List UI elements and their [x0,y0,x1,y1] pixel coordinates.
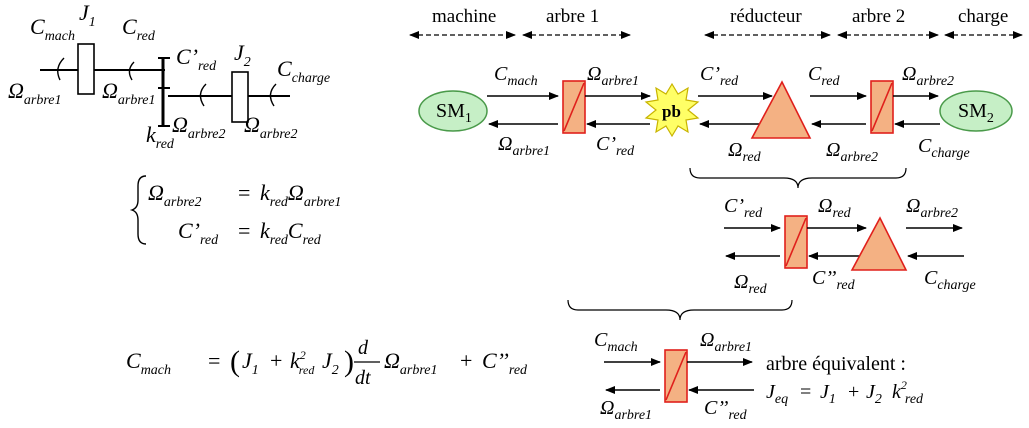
row1-omega-arbre1-bot: Ωarbre1 [498,133,550,159]
final-rparen: ) [344,345,354,378]
row2-omega-red: Ωred [818,195,852,221]
header-arbre1: arbre 1 [546,6,599,27]
schem-c-charge: Ccharge [277,56,330,86]
equivalent-label: arbre équivalent : [766,353,906,375]
j-eq-j1: J1 [820,381,836,407]
final-j2: J2 [322,348,339,378]
section-headers: machine arbre 1 réducteur arbre 2 charge [409,6,1023,39]
coupling-pb-burst [644,82,700,138]
brace-row2 [567,299,793,321]
row1-omega-arbre2-bot: Ωarbre2 [826,139,878,165]
row2-omega-arbre2: Ωarbre2 [906,195,958,221]
schem-omega-arbre2-a: Ωarbre2 [172,112,226,142]
schem-k-red: kred [146,122,175,152]
j-eq-equals: = [800,381,811,403]
eq2-lhs: C’red [178,218,219,248]
schem-c-mach: Cmach [30,14,75,44]
row3-omega-arbre1-bot: Ωarbre1 [600,397,652,423]
final-plus2: + [460,348,472,373]
final-equals: = [208,348,220,373]
sm2-label: SM2 [958,100,994,126]
emr-chain-main: SM1 pb SM2 Cmach Ωarbre1 Ωarbre1 C’red C… [418,63,1013,165]
emr-chain-merged: C’red Ωred Ωarbre2 Ωred C’’red Ccharge [724,195,976,297]
schem-c-red-prime: C’red [176,44,217,74]
row1-omega-red: Ωred [728,139,762,165]
row2-c-red-prime: C’red [724,195,763,221]
torque-arc-mach [57,57,65,81]
torque-arc-charge [269,83,277,107]
schem-c-red: Cred [122,14,156,44]
row1-c-red-prime-bot: C’red [596,133,635,159]
eq1-lhs: Ωarbre2 [148,180,202,210]
j-eq: Jeq [766,381,788,407]
j1-inertia-box [77,43,95,95]
row3-omega-arbre1-top: Ωarbre1 [700,329,752,355]
row1-c-mach: Cmach [494,63,538,89]
final-d: d [358,337,369,359]
row1-c-red: Cred [808,63,840,89]
j-eq-plus: + [848,381,859,403]
final-lhs: Cmach [126,348,171,378]
header-charge: charge [958,6,1008,27]
emr-chain-equivalent: Cmach Ωarbre1 Ωarbre1 C’’red [594,329,754,423]
header-reducteur: réducteur [730,6,802,27]
pb-label: pb [662,102,681,121]
brace-row1 [689,167,907,189]
equation-system: Ωarbre2 = kredΩarbre1 C’red = kredCred [129,175,341,248]
header-machine: machine [432,6,496,27]
final-c-dprime-red: C’’red [482,348,528,378]
row1-c-red-prime-top: C’red [700,63,739,89]
schem-j1: J1 [79,0,96,30]
final-dt: dt [355,367,371,389]
reducer-triangle [750,80,812,139]
row1-omega-arbre2-top: Ωarbre2 [902,63,954,89]
row1-omega-arbre1-top: Ωarbre1 [587,63,639,89]
schem-omega-arbre2-b: Ωarbre2 [244,112,298,142]
row2-c-dprime-red: C’’red [812,267,856,293]
row1-c-charge: Ccharge [918,135,970,161]
eq1-equals: = [238,180,250,205]
row2-omega-red-bot: Ωred [734,271,768,297]
torque-arc-red-prime [199,83,207,107]
j-eq-j2: J2 [866,381,882,407]
mechanical-schematic: Cmach J1 Cred C’red J2 Ccharge Ωarbre1 Ω… [8,0,330,152]
eq2-rhs: kredCred [260,218,322,248]
final-plus1: + [270,348,282,373]
header-arbre2: arbre 2 [852,6,905,27]
system-brace [129,175,147,245]
torque-arc-red [128,61,135,81]
row2-c-charge: Ccharge [924,267,976,293]
row3-c-dprime-red: C’’red [704,397,748,423]
j2-inertia-box [231,71,249,123]
row3-c-mach: Cmach [594,329,638,355]
source-sm1 [418,90,488,132]
eq1-rhs: kredΩarbre1 [260,180,341,210]
final-j1: J1 [242,348,259,378]
eq2-equals: = [238,218,250,243]
reducer-triangle-merged [850,216,908,271]
source-sm2 [939,90,1013,132]
schem-omega-arbre1-a: Ωarbre1 [8,78,62,108]
schem-j2: J2 [234,40,251,70]
final-lparen: ( [230,345,240,378]
schem-omega-arbre1-b: Ωarbre1 [102,78,156,108]
sm1-label: SM1 [436,100,472,126]
final-omega-arbre1: Ωarbre1 [384,348,438,378]
